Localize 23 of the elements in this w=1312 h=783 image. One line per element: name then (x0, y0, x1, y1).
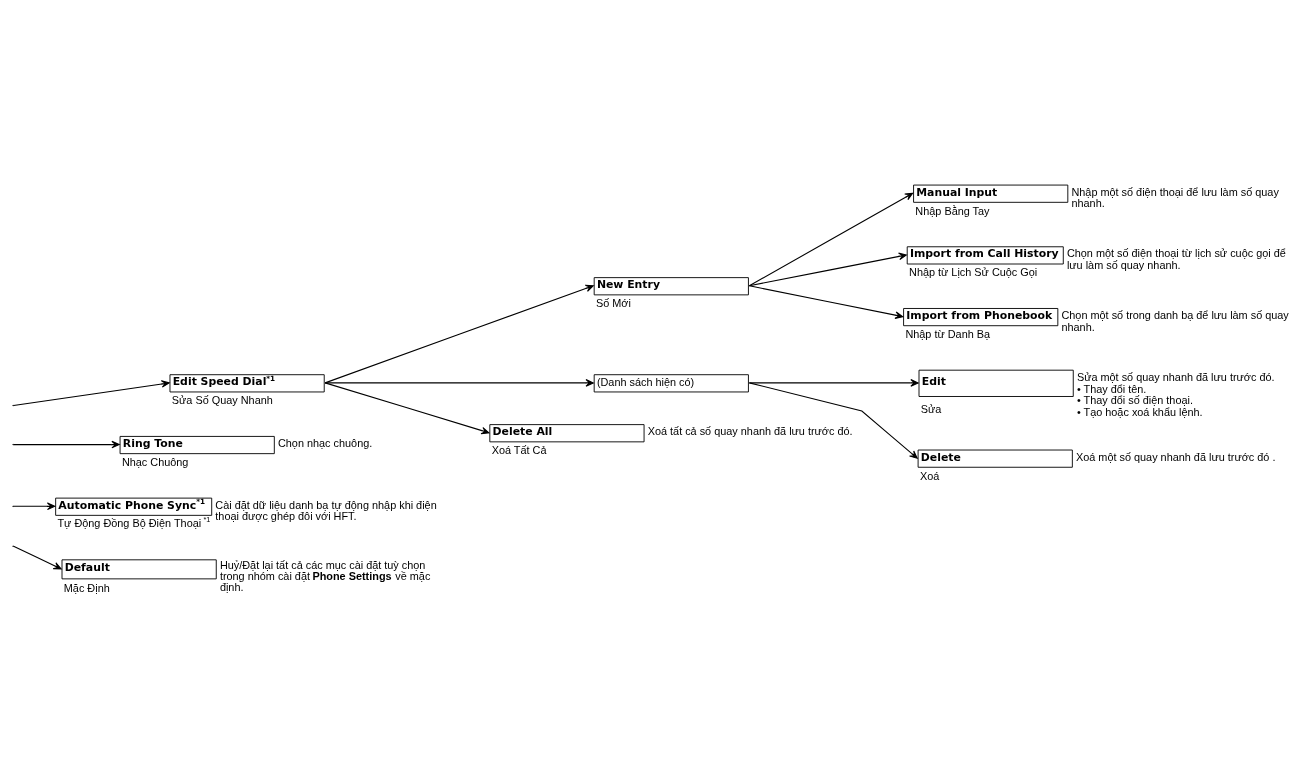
node-label: Chọn một số trong danh bạ để lưu làm số quay nhanh. (1061, 309, 1289, 333)
node-label: Chọn một số điện thoại từ lịch sử cuộc gọi để lưu làm số quay nhanh. (1066, 247, 1286, 272)
node-label: Nhập từ Lịch Sử Cuộc Gọi (909, 266, 1038, 279)
node-label: • Tạo hoặc xoá khẩu lệnh. (1076, 406, 1203, 419)
node-label: Chọn nhạc chuông. (277, 436, 373, 449)
node-label: Xoá tất cả số quay nhanh đã lưu trước đó. (647, 425, 853, 438)
node-label: Sửa một số quay nhanh đã lưu trước đó. (1076, 370, 1275, 383)
node-label: Sửa (920, 403, 942, 416)
node-label: Nhập một số điện thoại để lưu làm số quay nhanh. (1071, 185, 1279, 210)
node-label: Nhập từ Danh Bạ (905, 328, 991, 341)
node-label: Sửa Số Quay Nhanh (171, 394, 273, 407)
node-label: • Thay đổi tên. (1076, 382, 1147, 395)
node-label: Xoá (919, 469, 940, 482)
node-label: Nhạc Chuông (121, 455, 189, 468)
node-label: Mặc Định (63, 582, 110, 595)
node-label: • Thay đổi số điện thoại. (1076, 394, 1193, 407)
node-label: Cài đặt dữ liệu danh bạ tự động nhập khi điện thoại được ghép đôi với HFT. (215, 498, 437, 523)
node-label: Nhập Bằng Tay (915, 204, 990, 217)
node-label: Xoá Tất Cả (491, 444, 547, 457)
node-label: Tự Động Đồng Bộ Điện Thoại$^{*1}$ (57, 515, 211, 529)
node-label: Xoá một số quay nhanh đã lưu trước đó . (1075, 450, 1276, 463)
node-label: Số Mới (595, 297, 631, 310)
node-label: Huỷ/Đặt lại tất cả các mục cài đặt tuỳ chọn trong nhóm cài đặt Phone Settings về mặc định. (219, 559, 431, 594)
